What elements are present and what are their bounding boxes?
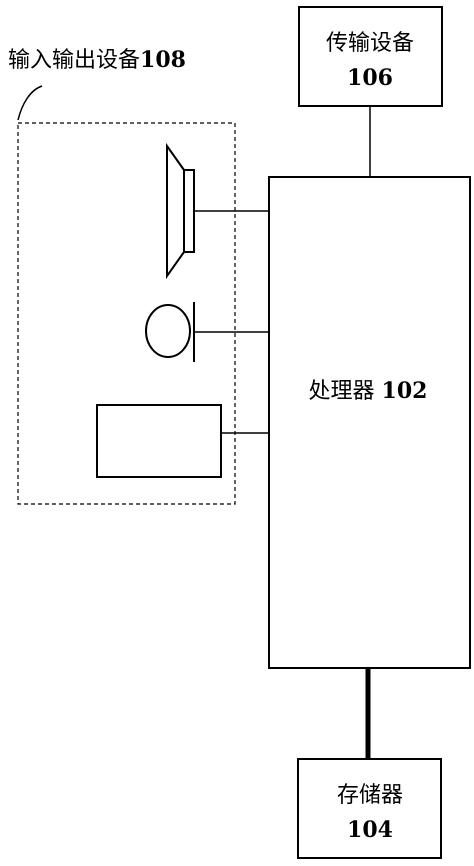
transmission-device-label: 传输设备 (326, 31, 414, 56)
io-device-label: 输入输出设备 (8, 48, 140, 73)
processor-label: 处理器 (309, 379, 375, 404)
processor-box (268, 176, 471, 669)
display-icon (96, 404, 222, 478)
io-device-number: 108 (140, 47, 186, 73)
microphone-icon (145, 302, 195, 362)
memory-number: 104 (347, 817, 393, 843)
transmission-device-box (298, 6, 443, 107)
speaker-icon (166, 142, 195, 280)
io-device-leader-line (17, 85, 43, 121)
memory-label: 存储器 (337, 783, 403, 808)
io-device-caption: 输入输出设备108 (8, 47, 186, 73)
transmission-device-number: 106 (347, 65, 393, 91)
memory-box (297, 758, 442, 859)
processor-caption: 处理器 102 (309, 378, 428, 404)
processor-number: 102 (382, 378, 428, 404)
io-device-group (17, 122, 236, 505)
